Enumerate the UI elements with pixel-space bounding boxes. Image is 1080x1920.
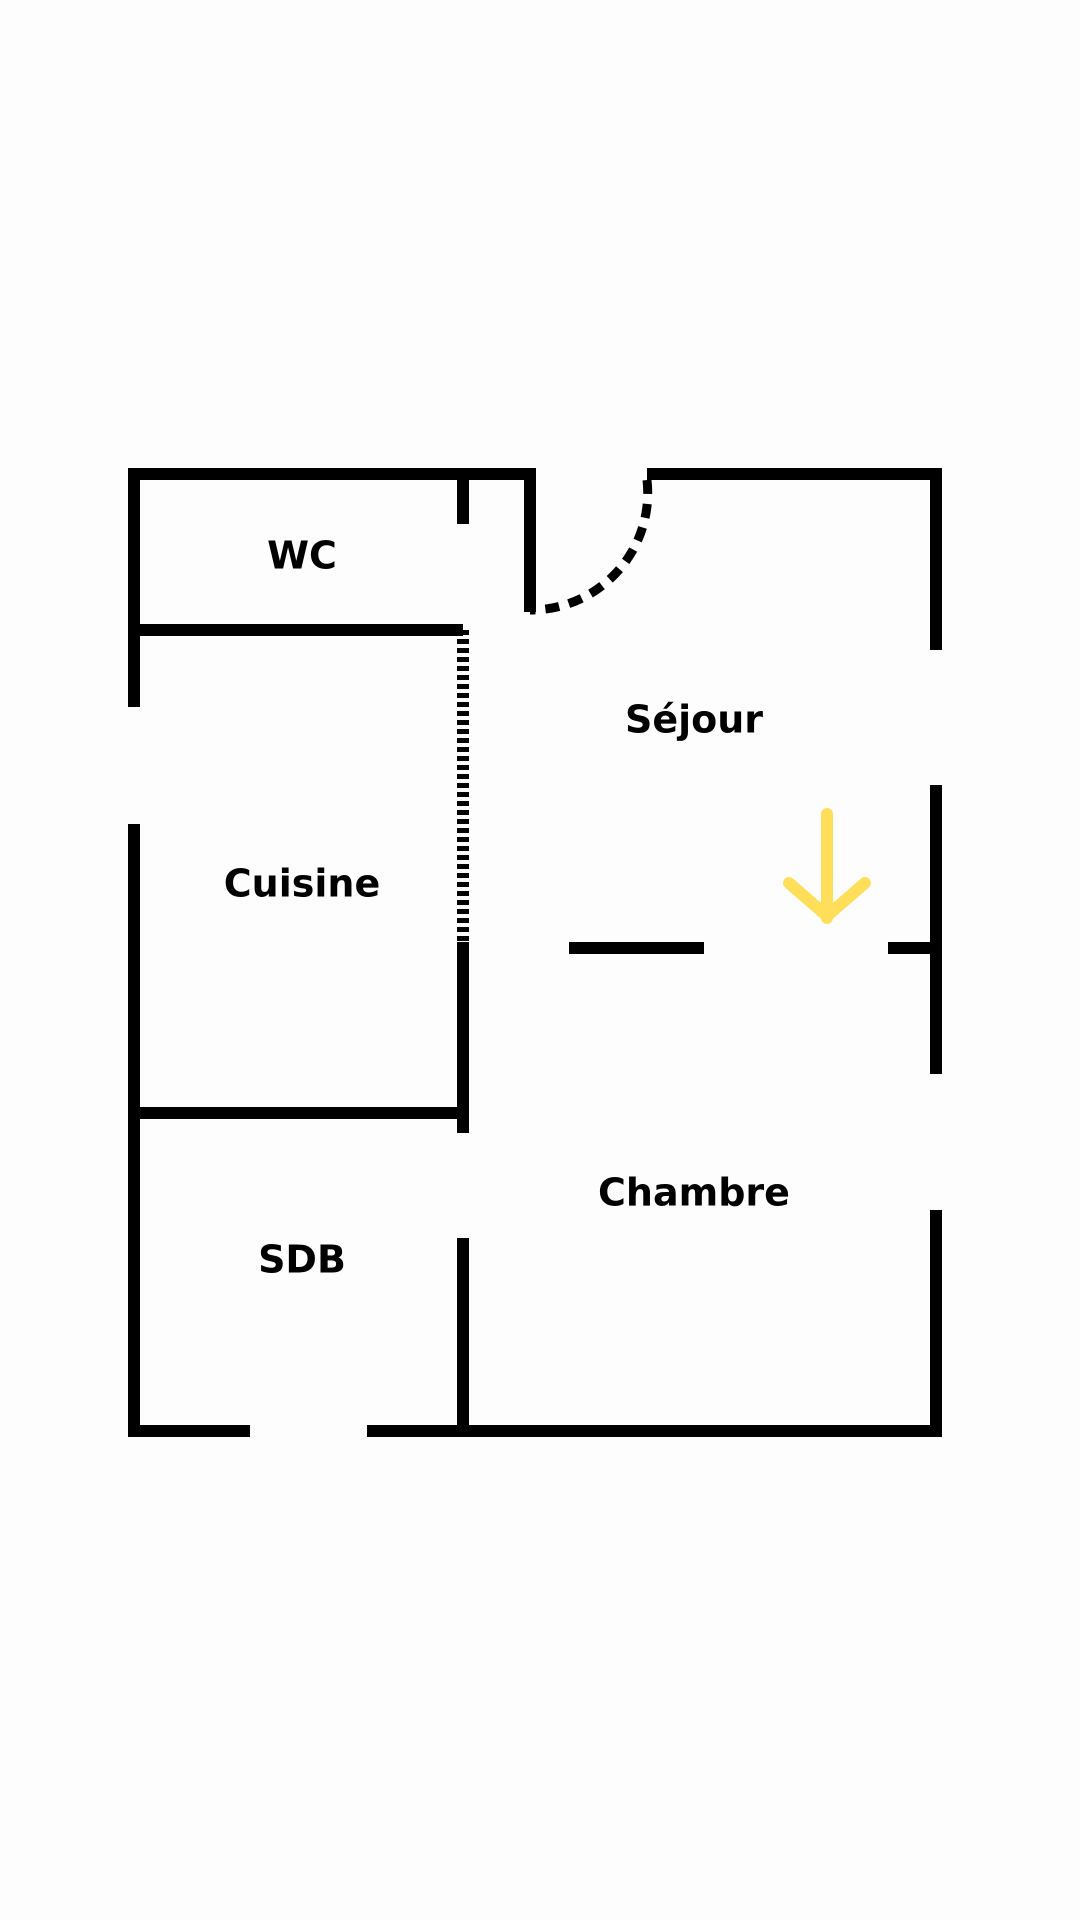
room-label-chambre: Chambre [598, 1171, 790, 1215]
room-label-wc: WC [267, 534, 337, 578]
room-label-cuisine: Cuisine [224, 862, 380, 906]
room-label-sejour: Séjour [625, 698, 763, 742]
walls [128, 468, 942, 1437]
room-label-sdb: SDB [258, 1238, 346, 1282]
entry-door-swing [529, 479, 653, 615]
arrow-down-icon [783, 808, 871, 924]
